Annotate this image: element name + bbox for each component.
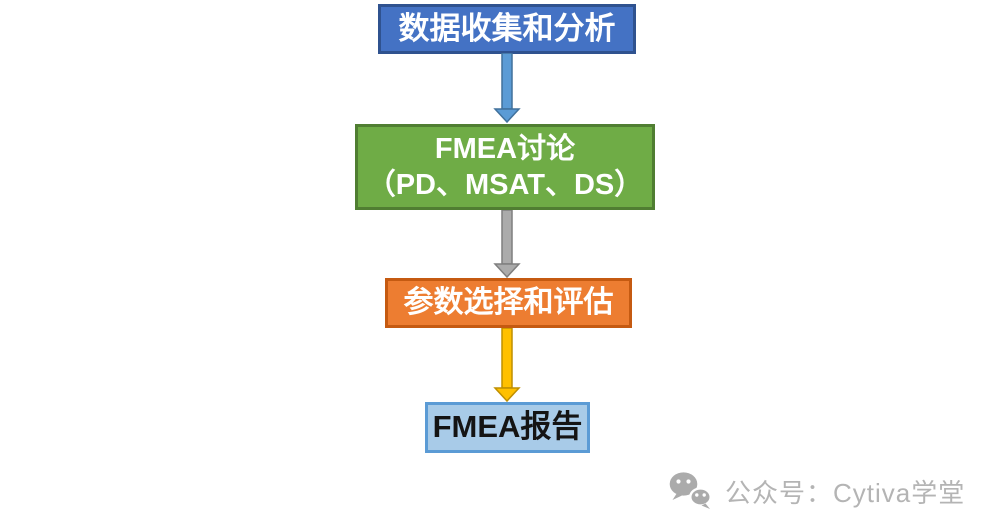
watermark-text: 公众号：Cytiva学堂 bbox=[725, 477, 966, 508]
watermark: 公众号：Cytiva学堂 bbox=[668, 470, 965, 512]
node-fmea-discussion-line1: FMEA讨论 bbox=[434, 132, 576, 165]
node-parameter-selection: 参数选择和评估 bbox=[385, 278, 632, 328]
down-arrow-icon bbox=[493, 210, 521, 278]
connector-down-arrow-2 bbox=[493, 210, 521, 278]
down-arrow-icon bbox=[493, 328, 521, 402]
wechat-icon bbox=[669, 472, 712, 509]
node-fmea-report: FMEA报告 bbox=[425, 402, 590, 453]
node-fmea-report-label: FMEA报告 bbox=[432, 409, 583, 445]
node-data-collection-label: 数据收集和分析 bbox=[398, 10, 616, 46]
connector-down-arrow-3 bbox=[493, 328, 521, 402]
node-parameter-selection-label: 参数选择和评估 bbox=[403, 286, 614, 320]
node-data-collection: 数据收集和分析 bbox=[378, 4, 636, 54]
down-arrow-icon bbox=[493, 53, 521, 123]
node-fmea-discussion-line2: （PD、MSAT、DS） bbox=[366, 169, 644, 201]
node-fmea-discussion: FMEA讨论 （PD、MSAT、DS） bbox=[355, 124, 655, 210]
connector-down-arrow-1 bbox=[493, 53, 521, 123]
